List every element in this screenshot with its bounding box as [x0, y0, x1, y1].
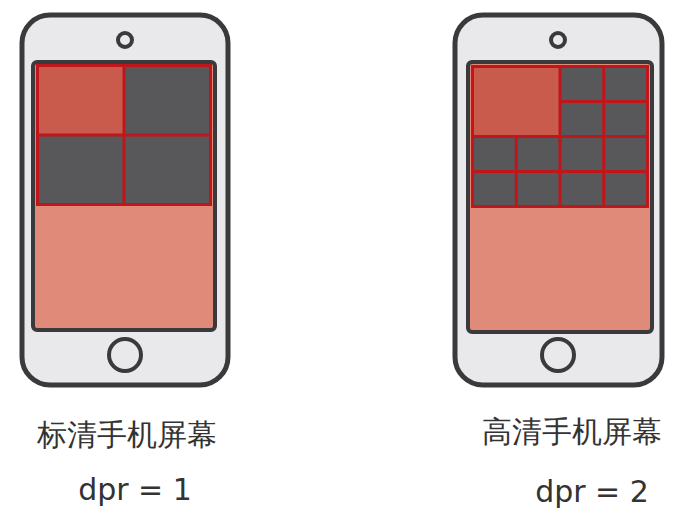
pixel-cell — [126, 67, 210, 134]
pixel-cell — [39, 137, 123, 204]
pixel-cell — [39, 67, 123, 134]
pixel-cell — [474, 68, 559, 135]
dpr-value: dpr = 1 — [78, 472, 192, 508]
pixel-cell — [605, 173, 646, 205]
pixel-cell — [562, 173, 603, 205]
pixel-cell — [474, 138, 515, 170]
pixel-cell — [474, 173, 515, 205]
pixel-cell — [605, 138, 646, 170]
pixel-cell — [126, 137, 210, 204]
screen-caption: 高清手机屏幕 — [482, 414, 662, 450]
pixel-cell — [562, 138, 603, 170]
standard-phone — [22, 15, 228, 385]
retina-phone — [455, 15, 662, 385]
pixel-cell — [605, 68, 646, 100]
pixel-cell — [605, 103, 646, 135]
screen-caption: 标清手机屏幕 — [37, 417, 217, 453]
pixel-cell — [518, 138, 559, 170]
dpr-value: dpr = 2 — [535, 474, 649, 510]
pixel-cell — [562, 103, 603, 135]
pixel-cell — [518, 173, 559, 205]
pixel-cell — [562, 68, 603, 100]
